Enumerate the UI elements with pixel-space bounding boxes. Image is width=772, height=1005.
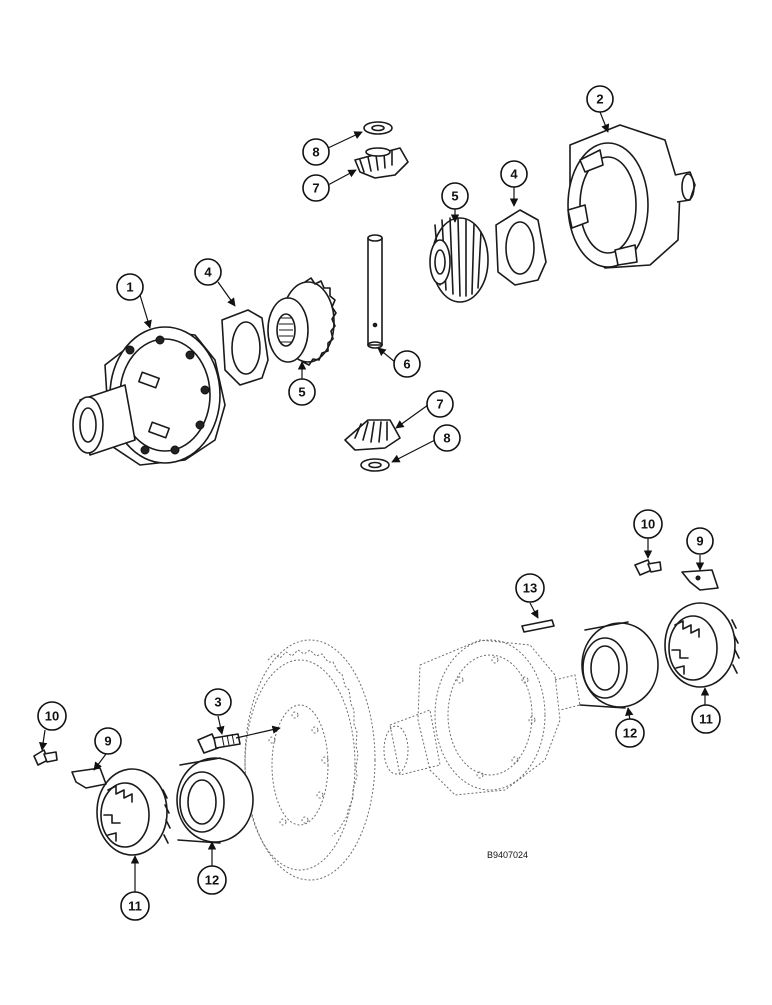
callout-11-right[interactable]: 11 <box>691 704 721 734</box>
part-side-gear-left <box>267 277 337 366</box>
svg-text:9: 9 <box>104 734 111 749</box>
part-pinion-washer-top <box>363 121 393 135</box>
part-lock-plate-right <box>681 569 719 591</box>
svg-text:7: 7 <box>312 181 319 196</box>
part-lock-bolt-left <box>33 749 58 766</box>
svg-text:10: 10 <box>45 709 59 724</box>
callout-10-left[interactable]: 10 <box>37 701 67 731</box>
part-adjusting-nut-left <box>96 768 171 856</box>
part-bearing-left <box>176 757 254 844</box>
part-pinion-gear-top <box>354 147 409 179</box>
svg-text:2: 2 <box>596 92 603 107</box>
svg-text:9: 9 <box>696 534 703 549</box>
part-bearing-right <box>579 621 659 709</box>
svg-text:8: 8 <box>312 145 319 160</box>
svg-text:12: 12 <box>623 726 637 741</box>
callout-9-left[interactable]: 9 <box>94 727 122 755</box>
part-adjusting-nut-right <box>664 602 740 688</box>
callout-9-right[interactable]: 9 <box>686 527 714 555</box>
callout-5-left[interactable]: 5 <box>288 378 316 406</box>
part-pinion-washer-bottom <box>360 458 390 472</box>
part-thrust-washer-left <box>221 309 269 386</box>
svg-text:12: 12 <box>205 873 219 888</box>
svg-text:11: 11 <box>699 712 713 727</box>
callout-6[interactable]: 6 <box>393 350 421 378</box>
callout-1[interactable]: 1 <box>116 273 144 301</box>
callout-12-right[interactable]: 12 <box>615 718 645 748</box>
callout-3[interactable]: 3 <box>204 688 232 716</box>
svg-text:13: 13 <box>523 581 537 596</box>
svg-text:7: 7 <box>436 397 443 412</box>
callout-7-top[interactable]: 7 <box>302 174 330 202</box>
callout-4-left[interactable]: 4 <box>194 258 222 286</box>
svg-text:1: 1 <box>126 280 133 295</box>
differential-assembly-ghost <box>383 639 581 796</box>
callout-5-right[interactable]: 5 <box>441 182 469 210</box>
svg-text:4: 4 <box>510 167 518 182</box>
callout-11-left[interactable]: 11 <box>120 891 150 921</box>
svg-text:5: 5 <box>451 189 458 204</box>
part-pinion-gear-bottom <box>344 419 401 451</box>
ring-gear-ghost <box>244 639 376 881</box>
part-differential-case-half-right <box>567 124 696 269</box>
callout-2[interactable]: 2 <box>586 85 614 113</box>
svg-text:4: 4 <box>204 265 212 280</box>
svg-text:11: 11 <box>128 899 142 914</box>
callout-8-bottom[interactable]: 8 <box>433 424 461 452</box>
part-lock-plate-left <box>71 767 107 789</box>
part-thrust-washer-right <box>495 209 547 286</box>
part-differential-case-half <box>72 326 226 466</box>
svg-text:6: 6 <box>403 357 410 372</box>
svg-text:10: 10 <box>641 517 655 532</box>
callout-8-top[interactable]: 8 <box>302 138 330 166</box>
drawing-code: B9407024 <box>487 850 528 860</box>
part-lock-bolt-right <box>634 559 662 576</box>
svg-text:3: 3 <box>214 695 221 710</box>
callout-7-bottom[interactable]: 7 <box>426 390 454 418</box>
callout-12-left[interactable]: 12 <box>197 865 227 895</box>
svg-text:8: 8 <box>443 431 450 446</box>
part-side-gear-right <box>429 217 489 303</box>
svg-text:5: 5 <box>298 385 305 400</box>
callout-4-right[interactable]: 4 <box>500 160 528 188</box>
part-ring-gear-bolt <box>197 733 241 754</box>
part-dowel-pin <box>521 619 555 633</box>
callout-10-right[interactable]: 10 <box>633 509 663 539</box>
part-pinion-shaft <box>367 234 383 349</box>
leader-lines <box>38 111 710 892</box>
callout-13[interactable]: 13 <box>515 573 545 603</box>
